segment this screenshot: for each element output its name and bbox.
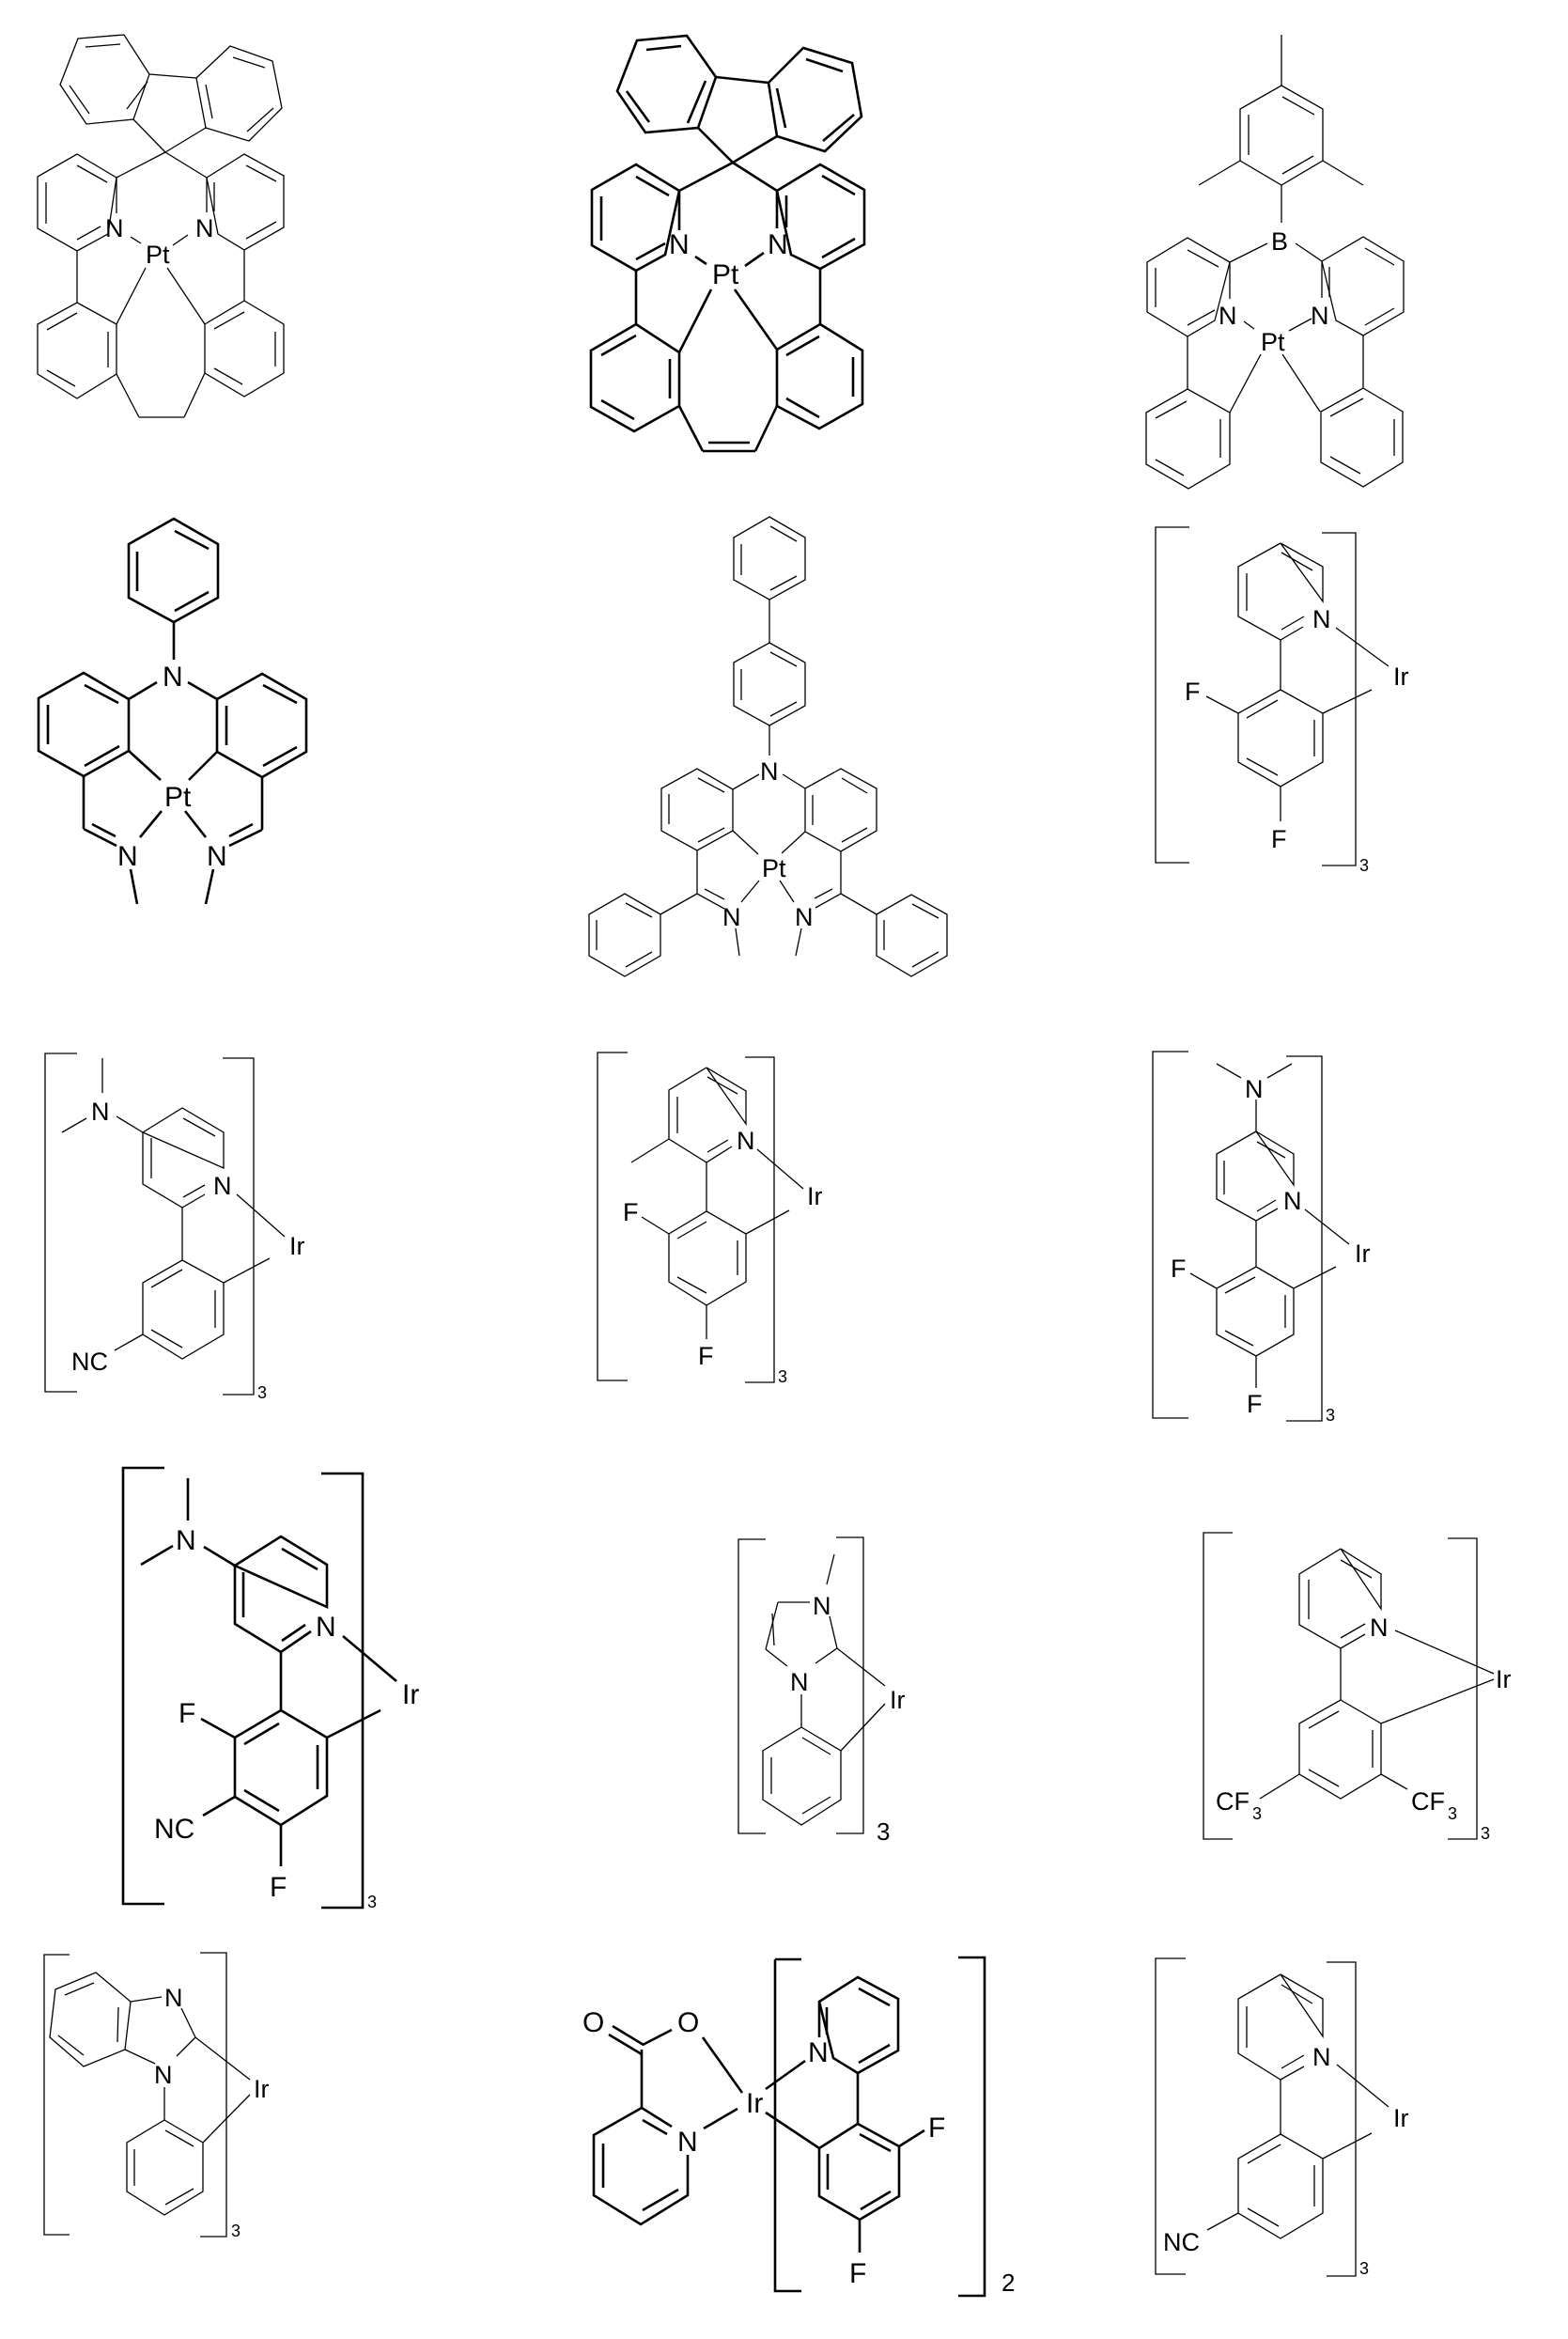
ir-label: Ir: [807, 1182, 823, 1210]
structure-9-ir-5nme2-dfppy: N N Ir F F 3: [1152, 1051, 1371, 1425]
n-pic-label: N: [677, 2127, 698, 2158]
n-left-label: N: [105, 214, 124, 242]
count-label: 3: [367, 1893, 377, 1911]
n-label: N: [1312, 605, 1331, 633]
structure-8-ir-methyl-dfppy: N Ir F F 3: [597, 1052, 823, 1386]
cn-label: NC: [1163, 2228, 1200, 2256]
count-label: 3: [877, 1817, 890, 1846]
imine-left-n-label: N: [722, 903, 741, 931]
count-label: 3: [231, 2222, 241, 2240]
ir-label: Ir: [254, 2075, 270, 2103]
structure-14-firpic: O O N Ir N F F 2: [582, 1956, 1015, 2298]
structure-11-ir-phenylimidazolylidene: N N Ir 3: [737, 1536, 906, 1846]
structure-3-pt-mesitylboron: B N N Pt: [1145, 35, 1405, 490]
ir-label: Ir: [402, 1679, 419, 1710]
structure-5-pt-biphenylamine-ketimine: N Pt N N: [588, 516, 948, 977]
n-left-label: N: [1219, 302, 1237, 330]
structure-10-ir-nme2-cn-dfppy: N N Ir F NC F 3: [121, 1466, 419, 1911]
nme2-label: N: [91, 1098, 110, 1126]
f-top-label: F: [1171, 1255, 1187, 1283]
nme2-label: N: [1245, 1075, 1264, 1103]
structure-2-pt-spirofluorene-vinylene: N N Pt: [589, 34, 866, 453]
ir-label: Ir: [1393, 663, 1409, 691]
ir-label: Ir: [1393, 2104, 1409, 2132]
count-label: 3: [778, 1367, 787, 1386]
o-carbonyl-label: O: [582, 2007, 604, 2038]
nme2-label: N: [176, 1525, 196, 1556]
ir-label: Ir: [890, 1686, 906, 1714]
n-left-label: N: [669, 229, 690, 260]
amine-n-label: N: [760, 757, 779, 786]
count-label: 3: [1326, 1406, 1335, 1425]
n-label: N: [737, 1127, 755, 1155]
imine-left-n-label: N: [117, 841, 138, 872]
n-right-label: N: [1311, 302, 1329, 330]
n-top-label: N: [813, 1592, 831, 1620]
n-right-label: N: [768, 229, 788, 260]
cf3-left-label: CF: [1216, 1787, 1250, 1816]
structure-12-ir-bistrifluoromethyl-ppy: N Ir CF 3 CF 3 3: [1203, 1532, 1512, 1843]
ir-label: Ir: [1496, 1665, 1512, 1693]
count-label: 3: [257, 1383, 267, 1402]
o-ligand-label: O: [677, 2007, 699, 2038]
cn-label: NC: [71, 1348, 108, 1376]
pt-label: Pt: [164, 782, 192, 813]
structure-13-ir-phenylbenzimidazolylidene: N N Ir 3: [43, 1952, 270, 2240]
n-right-label: N: [195, 214, 214, 242]
pt-label: Pt: [762, 854, 786, 882]
n-bottom-label: N: [154, 2061, 173, 2089]
f-right-label: F: [928, 2113, 945, 2144]
n-label: N: [1312, 2043, 1331, 2071]
pt-label: Pt: [146, 241, 170, 269]
f-top-label: F: [623, 1198, 639, 1226]
f-bottom-label: F: [698, 1342, 714, 1370]
cf3-right-subscript: 3: [1448, 1804, 1457, 1823]
f-bottom-label: F: [849, 2258, 866, 2289]
n-label: N: [316, 1612, 336, 1643]
amine-n-label: N: [163, 662, 183, 693]
n-bottom-label: N: [790, 1668, 809, 1696]
structure-6-ir-dfppy: N Ir F F 3: [1155, 526, 1409, 875]
ir-label: Ir: [1355, 1240, 1371, 1268]
imine-right-n-label: N: [207, 841, 227, 872]
cf3-right-label: CF: [1411, 1787, 1445, 1816]
boron-label: B: [1271, 227, 1288, 256]
count-label: 3: [1359, 856, 1369, 875]
n-ppy-label: N: [808, 2037, 829, 2068]
f-bottom-label: F: [1247, 1390, 1263, 1418]
pt-label: Pt: [712, 259, 739, 290]
structure-4-pt-phenylamine-aldimine: N Pt N N: [37, 517, 308, 905]
f-bottom-label: F: [270, 1872, 287, 1903]
count-label: 3: [1481, 1824, 1490, 1843]
n-label: N: [1370, 1614, 1389, 1642]
structure-7-ir-nme2-cn: N N Ir NC 3: [44, 1053, 305, 1402]
structure-1-pt-spirofluorene-ethylene: N N Pt: [37, 34, 285, 418]
f-top-label: F: [179, 1698, 195, 1729]
structure-15-ir-cyano-ppy: N Ir NC 3: [1155, 1957, 1409, 2278]
ir-label: Ir: [289, 1232, 305, 1260]
ir-label: Ir: [746, 2088, 763, 2119]
cf3-left-subscript: 3: [1252, 1804, 1262, 1823]
f-top-label: F: [1185, 678, 1201, 706]
n-top-label: N: [164, 1984, 183, 2012]
pt-label: Pt: [1261, 328, 1285, 356]
count-label: 2: [1001, 2269, 1015, 2297]
n-label: N: [213, 1172, 232, 1200]
cn-label: NC: [154, 1814, 194, 1845]
imine-right-n-label: N: [795, 903, 814, 931]
count-label: 3: [1359, 2259, 1369, 2278]
f-bottom-label: F: [1271, 825, 1287, 853]
n-label: N: [1283, 1187, 1302, 1215]
